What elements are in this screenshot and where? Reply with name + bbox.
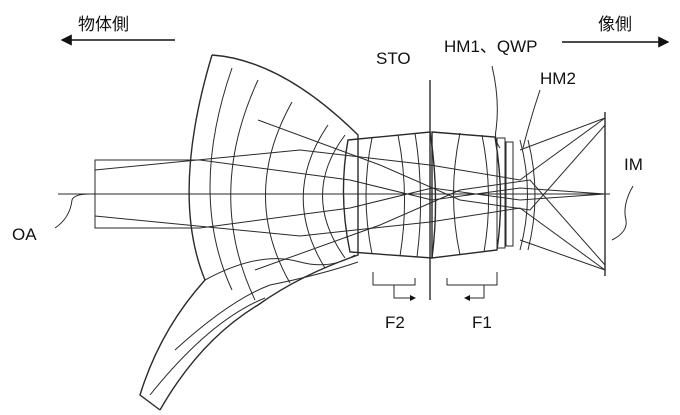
hm1-plate xyxy=(496,137,506,249)
fold-channel-3 xyxy=(149,297,266,396)
hm1-qwp-label: HM1、QWP xyxy=(444,37,538,56)
f1-bracket-arrow xyxy=(470,285,485,299)
input-beam-box xyxy=(94,159,200,229)
outer-arc xyxy=(139,54,213,411)
lens-arc-2 xyxy=(265,101,293,284)
lens-arc-3 xyxy=(302,124,329,269)
image-plane-label: IM xyxy=(624,155,643,174)
f2-lens-inner-2 xyxy=(397,134,406,257)
lens-arc-5 xyxy=(209,67,233,291)
optical-axis-label: OA xyxy=(12,225,37,244)
oa-leader xyxy=(54,193,91,229)
f1-lens-inner-1 xyxy=(453,132,461,256)
image-side-label: 像側 xyxy=(598,15,632,35)
group-f2-label: F2 xyxy=(385,313,405,332)
hm2-lens xyxy=(519,139,528,251)
f2-bracket-arrow xyxy=(393,285,410,299)
hm2-label: HM2 xyxy=(540,69,576,88)
f2-bracket xyxy=(372,272,416,286)
hm2-leader xyxy=(522,89,541,149)
qwp-plate xyxy=(505,141,514,247)
f2-lens-inner-3 xyxy=(414,132,422,258)
f2-lens-outline xyxy=(342,131,437,259)
f2-lens-inner-1 xyxy=(365,137,373,255)
fold-channel-2 xyxy=(174,261,359,351)
hm1-leader xyxy=(491,65,501,149)
im-leader xyxy=(611,185,634,241)
f1-lens-inner-2 xyxy=(481,134,490,253)
fold-channel-1 xyxy=(204,254,356,281)
outer-envelope xyxy=(159,54,359,411)
object-side-label: 物体側 xyxy=(78,15,129,35)
group-f1-label: F1 xyxy=(472,313,492,332)
stop-label: STO xyxy=(376,49,411,68)
f1-bracket xyxy=(446,272,498,286)
f1-lens-outline xyxy=(431,131,502,259)
lens-arc-1 xyxy=(230,79,259,301)
hm2-lens-back xyxy=(527,139,536,251)
